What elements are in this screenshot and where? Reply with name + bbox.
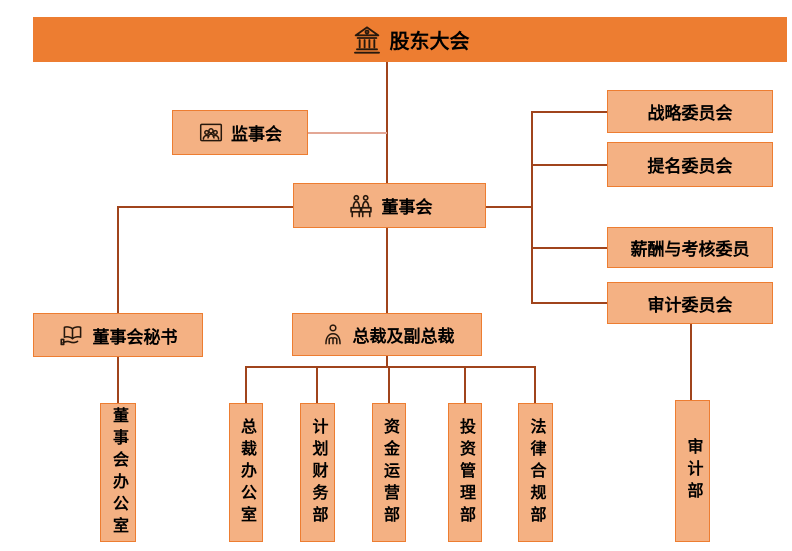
connector — [690, 324, 692, 400]
connector — [117, 357, 119, 403]
meeting-pair-icon — [347, 192, 375, 220]
connector — [386, 62, 388, 183]
book-hand-icon — [59, 322, 86, 349]
connector — [531, 247, 607, 249]
node-label: 监事会 — [231, 125, 282, 144]
connector — [464, 366, 466, 403]
bank-icon — [351, 24, 383, 56]
group-frame-icon — [198, 120, 224, 146]
node-label: 战略委员会 — [647, 104, 733, 123]
connector — [117, 206, 293, 208]
org-node-board-secretary[interactable]: 董事会秘书 — [33, 313, 203, 357]
node-label: 董事会办公室 — [110, 406, 127, 539]
node-label: 股东大会 — [389, 31, 470, 53]
org-node-compensation-committee[interactable]: 薪酬与考核委员 — [607, 227, 773, 268]
node-label: 投资管理部 — [457, 417, 474, 528]
node-label: 计划财务部 — [309, 417, 327, 528]
node-label: 总裁及副总裁 — [352, 327, 455, 346]
connector — [316, 366, 318, 403]
node-label: 总裁办公室 — [238, 417, 255, 528]
person-desk-icon — [320, 322, 346, 348]
connector — [386, 356, 388, 368]
connector — [531, 111, 607, 113]
connector — [245, 366, 536, 368]
connector — [534, 366, 536, 403]
org-node-audit-committee[interactable]: 审计委员会 — [607, 282, 773, 324]
node-label: 提名委员会 — [647, 157, 733, 176]
org-node-president-office[interactable]: 总裁办公室 — [229, 403, 263, 542]
org-node-supervisory-board[interactable]: 监事会 — [172, 110, 308, 155]
connector — [245, 366, 247, 403]
connector — [117, 206, 119, 313]
org-node-nomination-committee[interactable]: 提名委员会 — [607, 142, 773, 187]
org-node-legal-compliance-dept[interactable]: 法律合规部 — [518, 403, 553, 542]
node-label: 资金运营部 — [381, 417, 398, 528]
org-node-president[interactable]: 总裁及副总裁 — [292, 313, 482, 356]
connector — [388, 366, 390, 403]
org-node-planning-finance-dept[interactable]: 计划财务部 — [300, 403, 335, 542]
connector — [486, 206, 532, 208]
org-node-shareholders-meeting[interactable]: 股东大会 — [33, 17, 787, 62]
node-label: 董事会 — [381, 198, 433, 217]
connector — [386, 228, 388, 313]
org-node-board-of-directors[interactable]: 董事会 — [293, 183, 486, 228]
connector — [308, 132, 387, 134]
node-label: 法律合规部 — [527, 417, 545, 528]
node-label: 薪酬与考核委员 — [630, 240, 750, 259]
org-node-investment-management-dept[interactable]: 投资管理部 — [448, 403, 482, 542]
node-label: 董事会秘书 — [92, 327, 178, 347]
org-node-audit-dept[interactable]: 审计部 — [675, 400, 710, 542]
connector — [531, 164, 607, 166]
connector — [531, 302, 607, 304]
org-node-board-office[interactable]: 董事会办公室 — [100, 403, 136, 542]
org-node-strategy-committee[interactable]: 战略委员会 — [607, 90, 773, 133]
node-label: 审计委员会 — [647, 295, 733, 315]
org-node-capital-operations-dept[interactable]: 资金运营部 — [372, 403, 406, 542]
connector — [531, 111, 533, 304]
node-label: 审计部 — [684, 438, 702, 504]
